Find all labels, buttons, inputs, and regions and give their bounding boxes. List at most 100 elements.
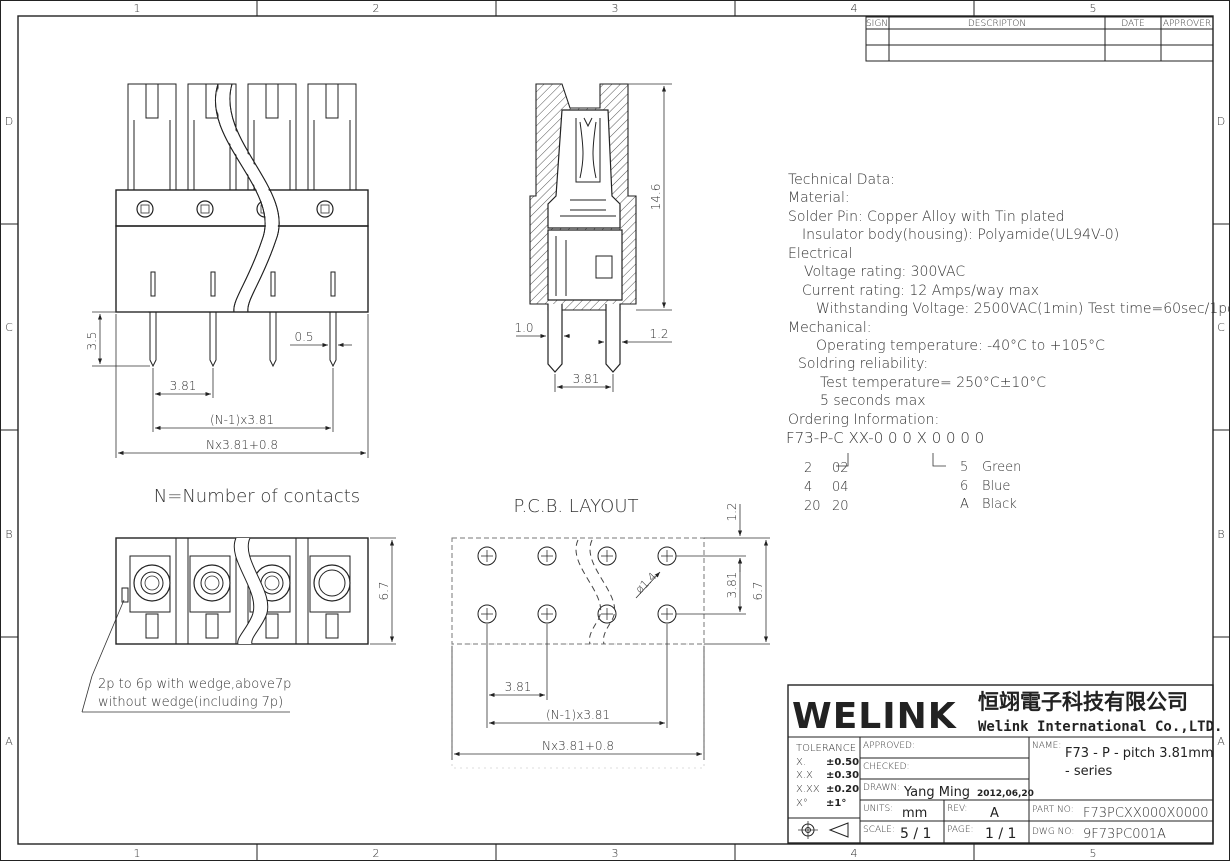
tech-line: Test temperature= 250°C±10°C <box>820 375 1046 391</box>
label-approved: APPROVED: <box>863 741 915 751</box>
color-option-name: Blue <box>982 479 1010 494</box>
name-line2: - series <box>1065 764 1113 779</box>
dim-pcb-offset: 1.2 <box>725 502 739 521</box>
dim-pcb-depth: 6.7 <box>751 581 765 600</box>
pin-option-code: 04 <box>832 480 849 495</box>
projection-symbol-icon <box>798 821 849 839</box>
tech-line: Technical Data: <box>788 172 895 188</box>
row-label-left: D <box>5 115 13 128</box>
label-name: NAME: <box>1032 741 1061 751</box>
tolerance-value: ±0.50 <box>826 757 859 768</box>
side-dimensions: 14.6 1.0 1.2 3.81 <box>514 83 672 392</box>
solder-pins <box>149 312 337 368</box>
side-view: 14.6 1.0 1.2 3.81 <box>514 83 672 392</box>
dim-side-pitch: 3.81 <box>573 372 600 386</box>
bottom-view: 6.7 2p to 6p with wedge,above7p without … <box>81 537 396 713</box>
tolerance-label: X° <box>796 798 808 809</box>
column-label-bottom: 5 <box>1090 847 1097 860</box>
tech-line: Voltage rating: 300VAC <box>804 264 965 280</box>
tolerance-value: ±1° <box>826 798 846 809</box>
dim-pin-width: 0.5 <box>294 330 313 344</box>
company-name-chinese: 恒翊電子科技有限公司 <box>978 690 1188 714</box>
title-block: WELINK 恒翊電子科技有限公司 Welink International C… <box>787 684 1222 844</box>
tech-line: Solder Pin: Copper Alloy with Tin plated <box>788 209 1065 225</box>
name-line1: F73 - P - pitch 3.81mm <box>1065 746 1214 761</box>
revision-table: SIGN DESCRIPTON DATE APPROVER <box>865 16 1214 62</box>
tolerance-label: X.X <box>796 770 813 781</box>
front-dimensions: 3.5 0.5 3.81 (N-1)x3.81 Nx3.81+0.8 <box>85 311 369 458</box>
tech-line: Ordering Information: <box>788 412 939 428</box>
pin-option-count: 2 <box>804 461 812 476</box>
dim-side-height: 14.6 <box>649 184 663 211</box>
label-scale: SCALE: <box>863 825 895 835</box>
tech-line: Operating temperature: -40°C to +105°C <box>816 338 1105 354</box>
tolerance-label: X.XX <box>796 784 820 795</box>
drawn-date: 2012,06,20 <box>977 789 1034 799</box>
rev-header-date: DATE <box>1121 19 1144 29</box>
column-label-bottom: 3 <box>612 847 619 860</box>
drawn-by: Yang Ming <box>903 785 970 800</box>
row-label-left: C <box>5 321 13 334</box>
row-label-left: A <box>5 735 13 748</box>
color-option-code: 5 <box>960 460 968 475</box>
column-label-top: 3 <box>612 2 619 15</box>
rev-value: A <box>990 806 999 821</box>
row-label-left: B <box>5 528 12 541</box>
row-label-right: C <box>1217 321 1225 334</box>
dim-overall: Nx3.81+0.8 <box>206 438 278 452</box>
column-label-bottom: 2 <box>373 847 380 860</box>
dim-pitch: 3.81 <box>170 379 197 393</box>
tech-line: Electrical <box>788 246 852 262</box>
pcb-title: P.C.B. LAYOUT <box>514 496 639 517</box>
company-name-english: Welink International Co.,LTD. <box>978 719 1222 735</box>
color-option-code: A <box>960 497 969 512</box>
column-label-top: 2 <box>373 2 380 15</box>
dim-pin-length: 3.5 <box>85 331 99 350</box>
label-units: UNITS: <box>863 804 893 814</box>
technical-data: Technical Data: Material: Solder Pin: Co… <box>786 172 1230 514</box>
dim-side-right: 1.2 <box>649 327 668 341</box>
pin-option-code: 20 <box>832 499 849 514</box>
color-option-name: Black <box>982 497 1017 512</box>
row-label-right: D <box>1217 115 1225 128</box>
column-label-top: 1 <box>134 2 141 15</box>
rev-header-sign: SIGN <box>866 19 888 29</box>
dim-pcb-row-pitch: 3.81 <box>725 572 739 599</box>
wire-entry-holes <box>133 564 351 602</box>
bottom-note-line2: without wedge(including 7p) <box>98 695 283 710</box>
label-checked: CHECKED: <box>863 762 910 772</box>
column-label-bottom: 1 <box>134 847 141 860</box>
row-label-right: B <box>1217 528 1224 541</box>
dim-pcb-pitch: 3.81 <box>505 680 532 694</box>
rev-header-description: DESCRIPTON <box>968 19 1026 29</box>
column-label-bottom: 4 <box>851 847 858 860</box>
scale-value: 5 / 1 <box>900 826 931 842</box>
note-contacts: N=Number of contacts <box>154 486 360 507</box>
color-option-code: 6 <box>960 479 968 494</box>
tech-line: Current rating: 12 Amps/way max <box>802 283 1039 299</box>
bottom-note-line1: 2p to 6p with wedge,above7p <box>98 677 291 692</box>
tech-line: Insulator body(housing): Polyamide(UL94V… <box>802 227 1119 243</box>
pin-option-count: 20 <box>804 499 821 514</box>
tech-line: 5 seconds max <box>820 393 926 409</box>
dim-span: (N-1)x3.81 <box>210 413 274 427</box>
dim-pcb-overall: Nx3.81+0.8 <box>542 739 614 753</box>
pin-option-count: 4 <box>804 480 812 495</box>
tech-line: Material: <box>788 190 850 206</box>
company-logo: WELINK <box>792 696 957 737</box>
dim-pcb-span: (N-1)x3.81 <box>546 708 610 722</box>
tech-line: Mechanical: <box>788 320 872 336</box>
order-code: F73-P-C XX-0 0 0 X 0 0 0 0 <box>786 429 984 447</box>
column-label-top: 5 <box>1090 2 1097 15</box>
dim-bottom-depth: 6.7 <box>377 581 391 600</box>
label-part-no: PART NO: <box>1032 805 1074 815</box>
rev-header-approver: APPROVER <box>1163 19 1211 29</box>
tolerance-label: X. <box>796 757 806 768</box>
tolerance-title: TOLERANCE <box>796 743 856 754</box>
pcb-holes <box>477 546 677 624</box>
screw-heads <box>136 200 334 218</box>
pin-option-code: 02 <box>832 461 849 476</box>
tech-line: Soldring reliability: <box>798 356 928 372</box>
label-drawn: DRAWN: <box>863 783 900 793</box>
